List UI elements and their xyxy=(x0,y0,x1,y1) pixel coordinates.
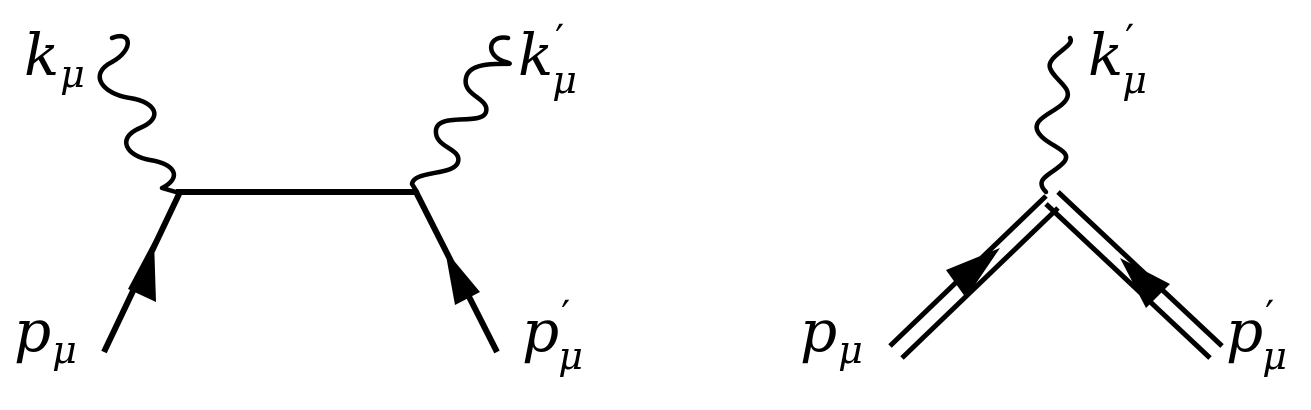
label-subscript: μ xyxy=(838,328,863,372)
label-base: p xyxy=(522,297,560,365)
label-subscript: μ xyxy=(52,328,77,372)
right-outgoing-photon-wavy xyxy=(1034,35,1073,195)
label-subscript: μ xyxy=(60,52,85,96)
left-outgoing-particle-label: p′μ xyxy=(522,296,583,375)
left-incoming-photon-wavy xyxy=(97,34,179,195)
left-incoming-photon-label: kμ xyxy=(24,26,85,93)
right-diagram xyxy=(888,35,1224,360)
left-outgoing-arrow-icon xyxy=(445,250,480,305)
label-base: k xyxy=(24,21,60,89)
label-prime: ′ xyxy=(1265,293,1275,339)
label-base: p xyxy=(14,297,52,365)
label-subscript: μ xyxy=(552,58,577,102)
left-outgoing-photon-label: k′μ xyxy=(518,20,577,99)
right-outgoing-photon-label: k′μ xyxy=(1088,20,1147,99)
right-incoming-particle-label: pμ xyxy=(800,302,863,369)
left-incoming-arrow-icon xyxy=(128,240,156,302)
label-base: p xyxy=(800,297,838,365)
left-outgoing-photon-wavy xyxy=(409,35,512,195)
label-base: k xyxy=(1088,21,1124,89)
label-subscript: μ xyxy=(1262,334,1287,378)
right-outgoing-particle-label: p′μ xyxy=(1226,296,1287,375)
label-subscript: μ xyxy=(1122,58,1147,102)
right-incoming-arrow-icon xyxy=(946,248,1000,298)
left-diagram xyxy=(97,34,512,354)
label-prime: ′ xyxy=(1125,17,1135,63)
label-prime: ′ xyxy=(555,17,565,63)
label-prime: ′ xyxy=(561,293,571,339)
label-subscript: μ xyxy=(558,334,583,378)
right-outgoing-arrow-icon xyxy=(1120,258,1170,308)
label-base: p xyxy=(1226,297,1264,365)
label-base: k xyxy=(518,21,554,89)
left-incoming-particle-label: pμ xyxy=(14,302,77,369)
